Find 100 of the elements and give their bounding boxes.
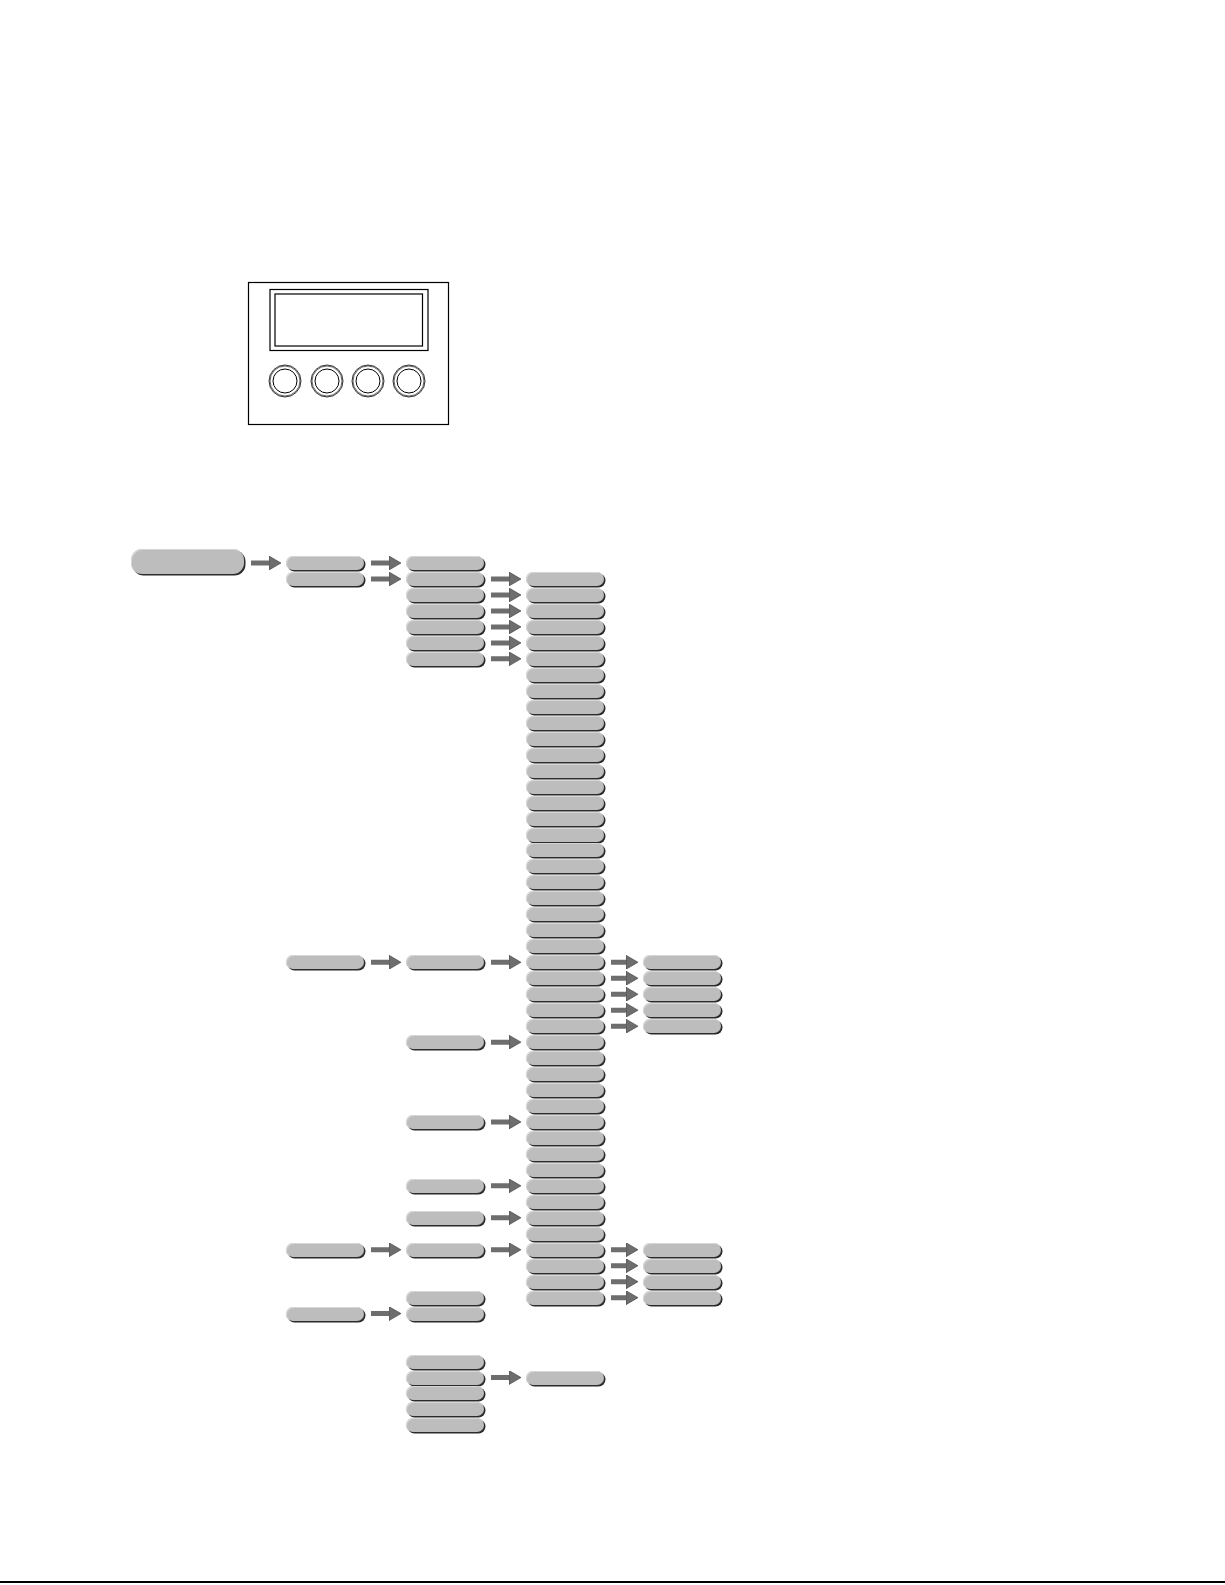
menu-box (643, 1019, 721, 1034)
menu-box (406, 955, 484, 970)
menu-box (526, 955, 604, 970)
menu-box (526, 1194, 604, 1209)
menu-box (406, 1035, 484, 1050)
menu-box (526, 875, 604, 890)
menu-box (406, 572, 484, 586)
arrow (491, 1210, 522, 1226)
arrow (251, 555, 282, 571)
menu-box (526, 1290, 604, 1305)
menu-box (526, 907, 604, 922)
menu-box (526, 699, 604, 714)
arrow (611, 1258, 639, 1273)
menu-box (643, 971, 721, 986)
menu-box (526, 1083, 604, 1098)
menu-box (526, 747, 604, 762)
menu-box (526, 619, 604, 634)
menu-box (526, 1099, 604, 1113)
menu-box (526, 587, 604, 602)
menu-box (406, 651, 484, 666)
menu-box (406, 1418, 484, 1433)
arrow (491, 587, 522, 603)
menu-box (406, 1210, 484, 1225)
menu-box (526, 731, 604, 746)
arrow (491, 651, 522, 667)
menu-box (526, 1242, 604, 1257)
arrow (611, 1290, 639, 1305)
menu-box (643, 1242, 721, 1257)
menu-box (643, 1003, 721, 1018)
arrow (371, 955, 402, 970)
menu-box (526, 603, 604, 618)
menu-box (526, 651, 604, 666)
menu-box (406, 1290, 484, 1305)
menu-box (286, 1306, 364, 1321)
arrow (491, 619, 522, 635)
menu-box (526, 667, 604, 682)
menu-box (406, 1370, 484, 1385)
menu-box (526, 1051, 604, 1066)
arrow (371, 1242, 402, 1258)
menu-box (131, 549, 244, 574)
menu-box (526, 1258, 604, 1273)
menu-box (406, 635, 484, 650)
menu-box (526, 779, 604, 794)
menu-box (286, 1242, 364, 1257)
arrow (611, 1242, 639, 1258)
menu-box (526, 1274, 604, 1289)
menu-box (526, 827, 604, 842)
menu-box (526, 1370, 604, 1385)
menu-box (406, 603, 484, 618)
menu-box (526, 1114, 604, 1129)
menu-box (406, 1114, 484, 1129)
menu-box (643, 1274, 721, 1289)
arrow (611, 1274, 639, 1289)
arrow (611, 1018, 639, 1034)
menu-box (286, 556, 364, 570)
arrow (611, 955, 639, 970)
arrow (371, 555, 402, 571)
arrow (491, 603, 522, 619)
menu-box (526, 572, 604, 586)
menu-box (406, 1354, 484, 1369)
arrow (371, 1306, 402, 1321)
menu-box (526, 891, 604, 906)
menu-box (643, 1258, 721, 1273)
menu-box (406, 1402, 484, 1417)
menu-box (643, 987, 721, 1002)
arrow (491, 1370, 522, 1385)
menu-box (643, 1290, 721, 1305)
menu-box (286, 572, 364, 586)
menu-box (526, 1210, 604, 1225)
menu-box (526, 1178, 604, 1193)
menu-box (406, 587, 484, 602)
arrow (491, 1034, 522, 1050)
arrow (491, 1114, 522, 1130)
menu-box (526, 1035, 604, 1050)
menu-box (526, 811, 604, 826)
menu-box (526, 939, 604, 954)
arrow (611, 986, 639, 1002)
menu-box (406, 619, 484, 634)
menu-box (406, 1306, 484, 1321)
menu-box (406, 1386, 484, 1401)
arrow (611, 1002, 639, 1018)
menu-box (526, 715, 604, 730)
menu-box (526, 971, 604, 986)
menu-box (406, 1178, 484, 1193)
arrow (491, 635, 522, 651)
menu-box (526, 843, 604, 858)
menu-box (286, 955, 364, 970)
menu-box (526, 1130, 604, 1145)
menu-box (526, 763, 604, 778)
menu-box (526, 1067, 604, 1082)
menu-box (406, 556, 484, 570)
menu-box (406, 1242, 484, 1257)
menu-box (526, 923, 604, 938)
arrow (491, 571, 522, 587)
menu-box (526, 859, 604, 874)
menu-box (643, 955, 721, 970)
arrow (491, 1178, 522, 1194)
arrow (371, 571, 402, 587)
menu-box (526, 1003, 604, 1018)
menu-box (526, 683, 604, 698)
